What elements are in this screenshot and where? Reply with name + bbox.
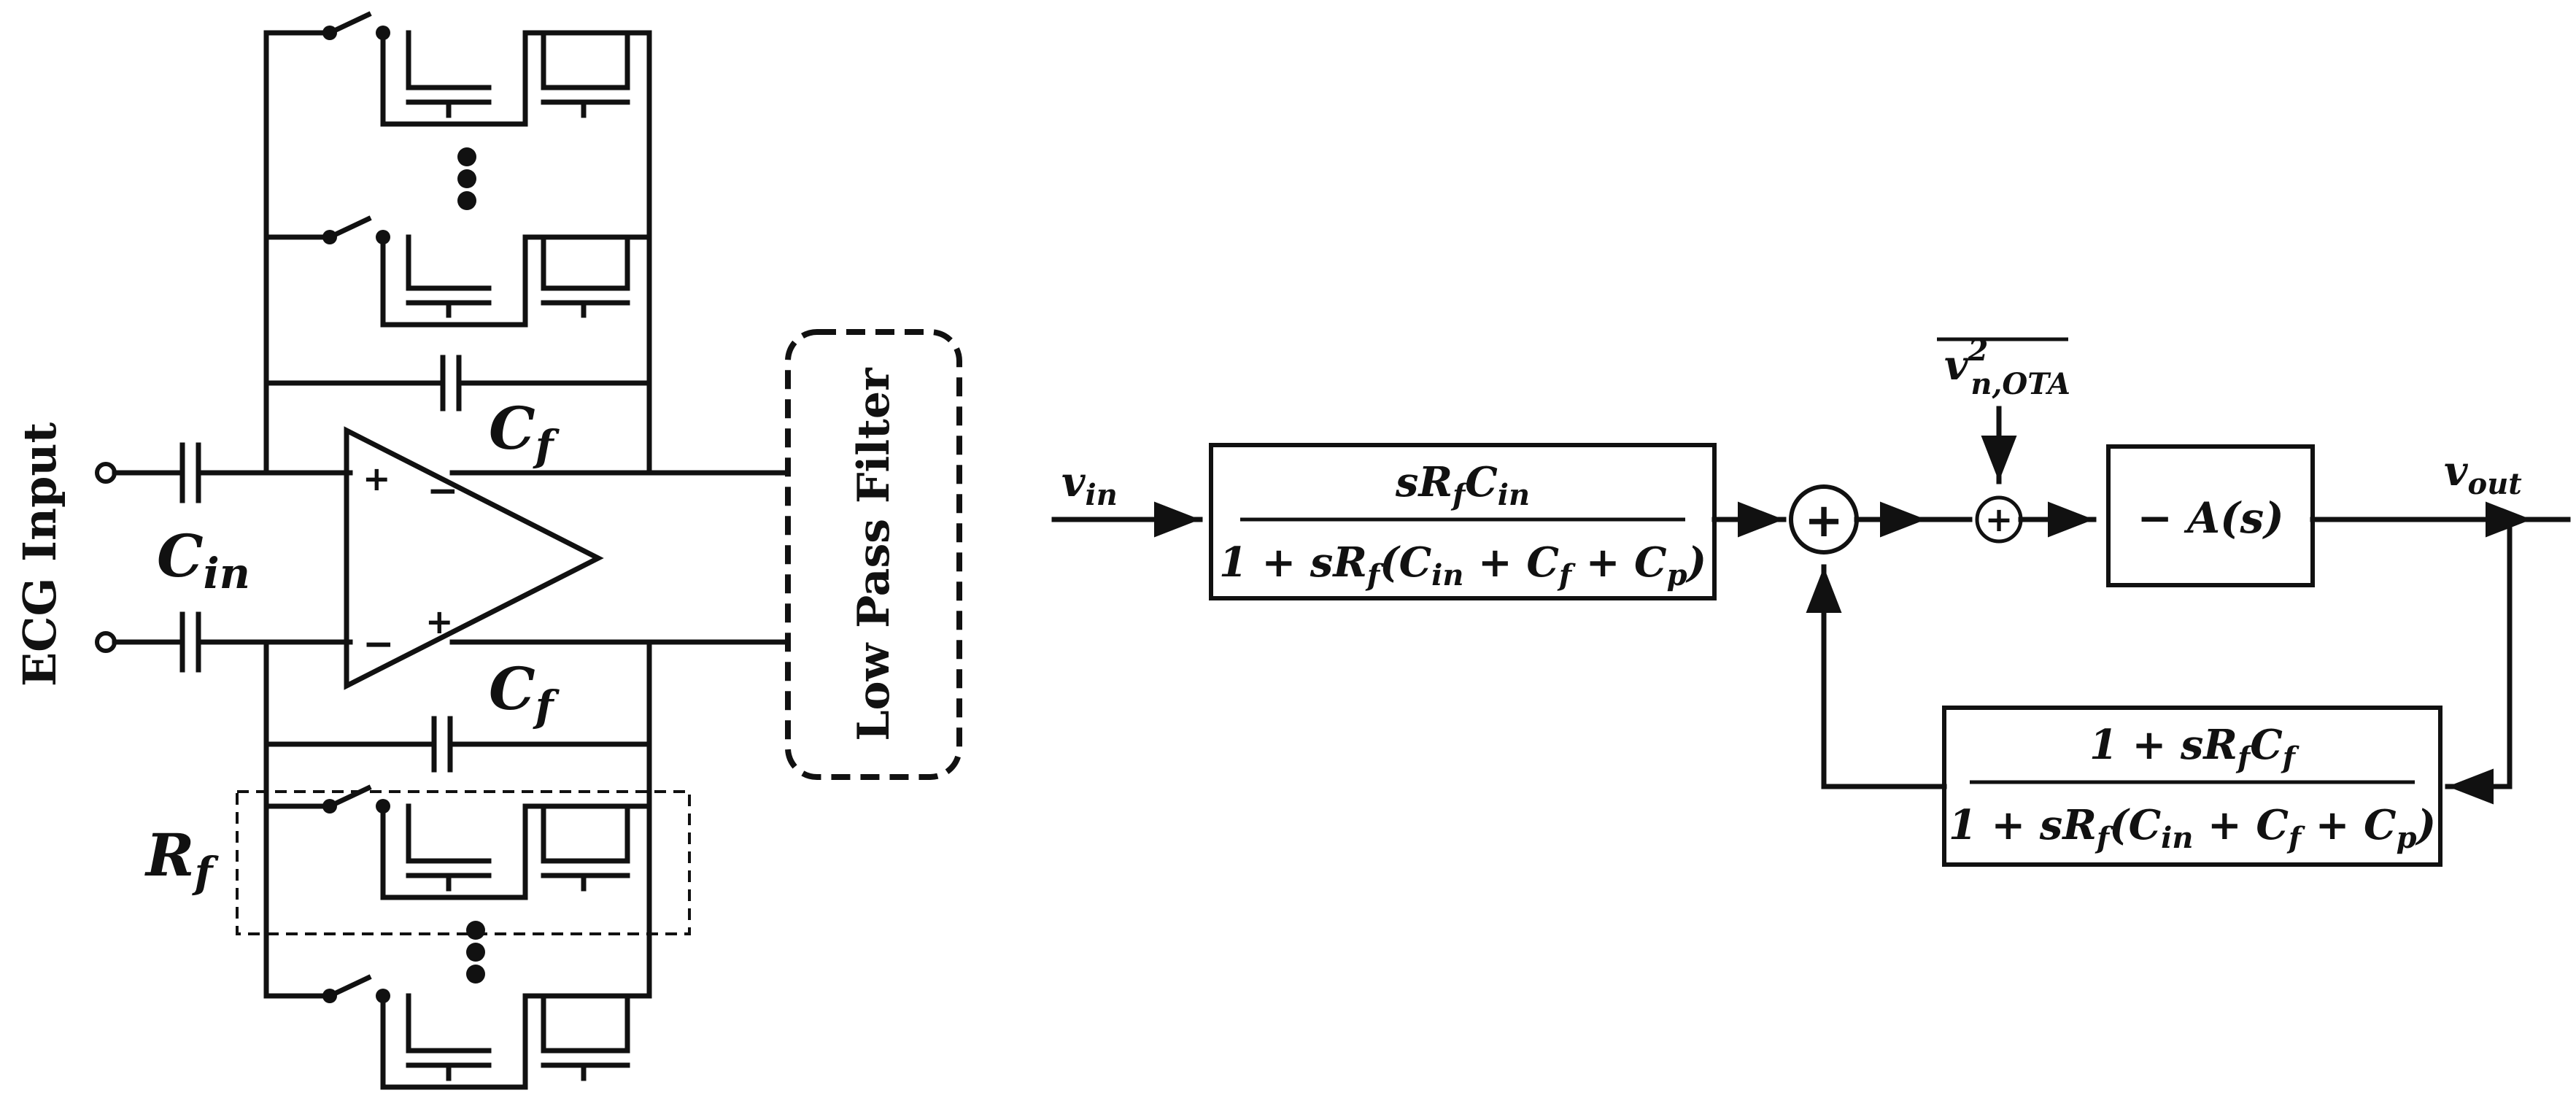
opamp-minus-top: −	[427, 469, 459, 513]
low-pass-filter-box	[785, 329, 962, 780]
opamp-plus-top: +	[363, 459, 391, 498]
circuit-schematic: ECG Input Cin + − + −	[13, 11, 962, 1090]
opamp-plus-bottom: +	[425, 602, 454, 641]
vout-label: vout	[2444, 447, 2522, 501]
opamp-minus-bottom: −	[363, 622, 395, 666]
feedback-down-arrow	[2445, 517, 2513, 805]
amplifier-block	[2106, 444, 2315, 587]
forward-transfer-block	[1209, 443, 1717, 600]
ellipsis-top	[457, 147, 476, 210]
cin-label: Cin	[157, 522, 250, 598]
amplifier-label: − A(s)	[2137, 493, 2283, 543]
summer-1-plus: +	[1804, 494, 1844, 548]
input-capacitor-bottom	[112, 611, 353, 673]
cf-label-top: Cf	[489, 394, 560, 471]
feedback-numerator: 1 + sRfCf	[2089, 721, 2300, 775]
cf-label-bottom: Cf	[489, 654, 560, 731]
rf-dashed-box	[236, 790, 691, 935]
summer-2-plus: +	[1985, 500, 2014, 539]
ellipsis-bottom	[466, 921, 485, 984]
pseudo-resistor-branch-2	[263, 215, 652, 328]
feedback-denominator: 1 + sRf(Cin + Cf + Cp)	[1949, 801, 2436, 855]
feedback-transfer-block	[1942, 706, 2442, 867]
feedback-capacitor-bottom	[263, 716, 652, 773]
input-terminal-bottom	[95, 631, 117, 653]
input-terminal-top	[95, 462, 117, 484]
vin-label: vin	[1061, 458, 1118, 512]
pseudo-resistor-branch-3	[263, 784, 652, 900]
differential-opamp: + − + −	[344, 426, 604, 690]
pseudo-resistor-branch-4	[263, 974, 652, 1090]
forward-numerator: sRfCin	[1395, 458, 1530, 512]
input-capacitor-top	[112, 442, 353, 503]
rf-label: Rf	[144, 821, 219, 897]
low-pass-filter-label: Low Pass Filter	[848, 367, 900, 741]
feedback-return-arrow	[1806, 564, 1947, 789]
ecg-input-label: ECG Input	[13, 422, 66, 687]
feedback-capacitor-top	[263, 355, 652, 411]
pseudo-resistor-branch-1	[263, 11, 652, 127]
